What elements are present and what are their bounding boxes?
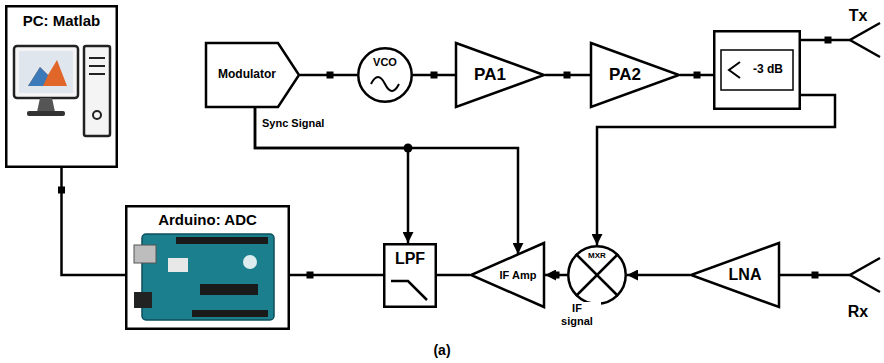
signal-wire — [627, 274, 690, 277]
crystal — [168, 258, 188, 272]
coupler-symbol — [729, 62, 740, 78]
signal-wire — [680, 74, 713, 77]
signal-wire — [300, 74, 357, 77]
amplifier-triangle: IF Amp — [470, 242, 545, 308]
matlab-logo — [28, 67, 48, 86]
signal-wire — [545, 274, 567, 277]
coupler-block: -3 dB — [713, 30, 801, 110]
block-label: PA1 — [474, 65, 506, 85]
pin-header — [176, 237, 268, 244]
block-label: Rx — [848, 303, 868, 321]
signal-label: IF signal — [553, 302, 601, 328]
node-outline-path — [6, 6, 117, 167]
signal-wire — [780, 274, 850, 277]
signal-wire — [255, 108, 518, 254]
signal-wire — [437, 274, 470, 277]
drive-slot — [89, 65, 105, 67]
block-label: PA2 — [609, 65, 641, 85]
block-label: Arduino: ADC — [158, 211, 257, 228]
amplifier-triangle: PA1 — [455, 42, 545, 108]
block-label: VCO — [373, 56, 397, 69]
microcontroller-chip — [200, 284, 258, 295]
power-button — [93, 111, 101, 119]
block-label: PC: Matlab — [23, 12, 101, 29]
node-outline — [848, 250, 882, 350]
modulator-block: Modulator — [205, 42, 300, 108]
antenna: Rx — [848, 250, 882, 350]
pc-tower — [84, 46, 110, 136]
block-label: Tx — [849, 7, 868, 25]
signal-wire — [62, 168, 126, 275]
pin-header — [192, 310, 268, 317]
node-outline-path — [691, 243, 779, 307]
coupler-inner-box — [721, 50, 793, 90]
block-label: IF Amp — [500, 269, 537, 282]
antenna: Tx — [848, 5, 882, 75]
figure-caption: (a) — [433, 342, 450, 358]
node-outline-path — [471, 243, 544, 307]
node-outline-path — [358, 48, 412, 102]
mixer-circle: MXR — [567, 245, 627, 305]
arduino-illustration — [134, 234, 274, 320]
block-label: Modulator — [218, 68, 276, 82]
node-outline-path — [591, 43, 679, 107]
block-label: LNA — [729, 266, 762, 284]
node-outline-path — [850, 23, 880, 57]
signal-wire — [801, 39, 850, 42]
node-outline-path — [126, 206, 289, 329]
node-outline-path — [206, 43, 299, 107]
signal-wire — [413, 74, 455, 77]
signal-wire — [597, 95, 835, 245]
computer-block: PC: Matlab — [5, 5, 118, 168]
block-label: MXR — [588, 251, 606, 260]
adc-block: Arduino: ADC — [125, 205, 290, 330]
block-label: LPF — [395, 250, 425, 268]
node-outline-path — [384, 244, 436, 307]
amplifier-triangle: PA2 — [590, 42, 680, 108]
drive-slot — [89, 73, 105, 75]
monitor-stand — [37, 98, 55, 112]
monitor-base — [27, 111, 65, 116]
node-outline-path — [568, 246, 626, 304]
signal-wire — [290, 274, 383, 277]
node-outline-path — [850, 258, 880, 292]
node-outline-path — [456, 43, 544, 107]
usb-port — [134, 245, 156, 263]
node-outline — [5, 5, 118, 168]
sine-symbol — [371, 77, 399, 91]
signal-label: Sync Signal — [260, 117, 326, 130]
drive-slot — [89, 57, 105, 59]
circuit-board — [142, 234, 274, 320]
monitor — [14, 46, 78, 98]
computer-illustration — [14, 46, 110, 136]
amplifier-triangle: LNA — [690, 242, 780, 308]
power-jack — [134, 292, 152, 308]
node-outline — [357, 47, 413, 103]
signal-wire — [255, 108, 408, 243]
filter-block: LPF — [383, 243, 437, 308]
block-label: -3 dB — [753, 63, 783, 77]
board-logo — [243, 255, 257, 269]
vco-circle: VCO — [357, 47, 413, 103]
node-outline-path — [714, 31, 800, 109]
signal-wire — [545, 74, 590, 77]
lowpass-symbol — [391, 281, 427, 300]
screen — [19, 51, 73, 93]
matlab-logo — [28, 60, 67, 86]
